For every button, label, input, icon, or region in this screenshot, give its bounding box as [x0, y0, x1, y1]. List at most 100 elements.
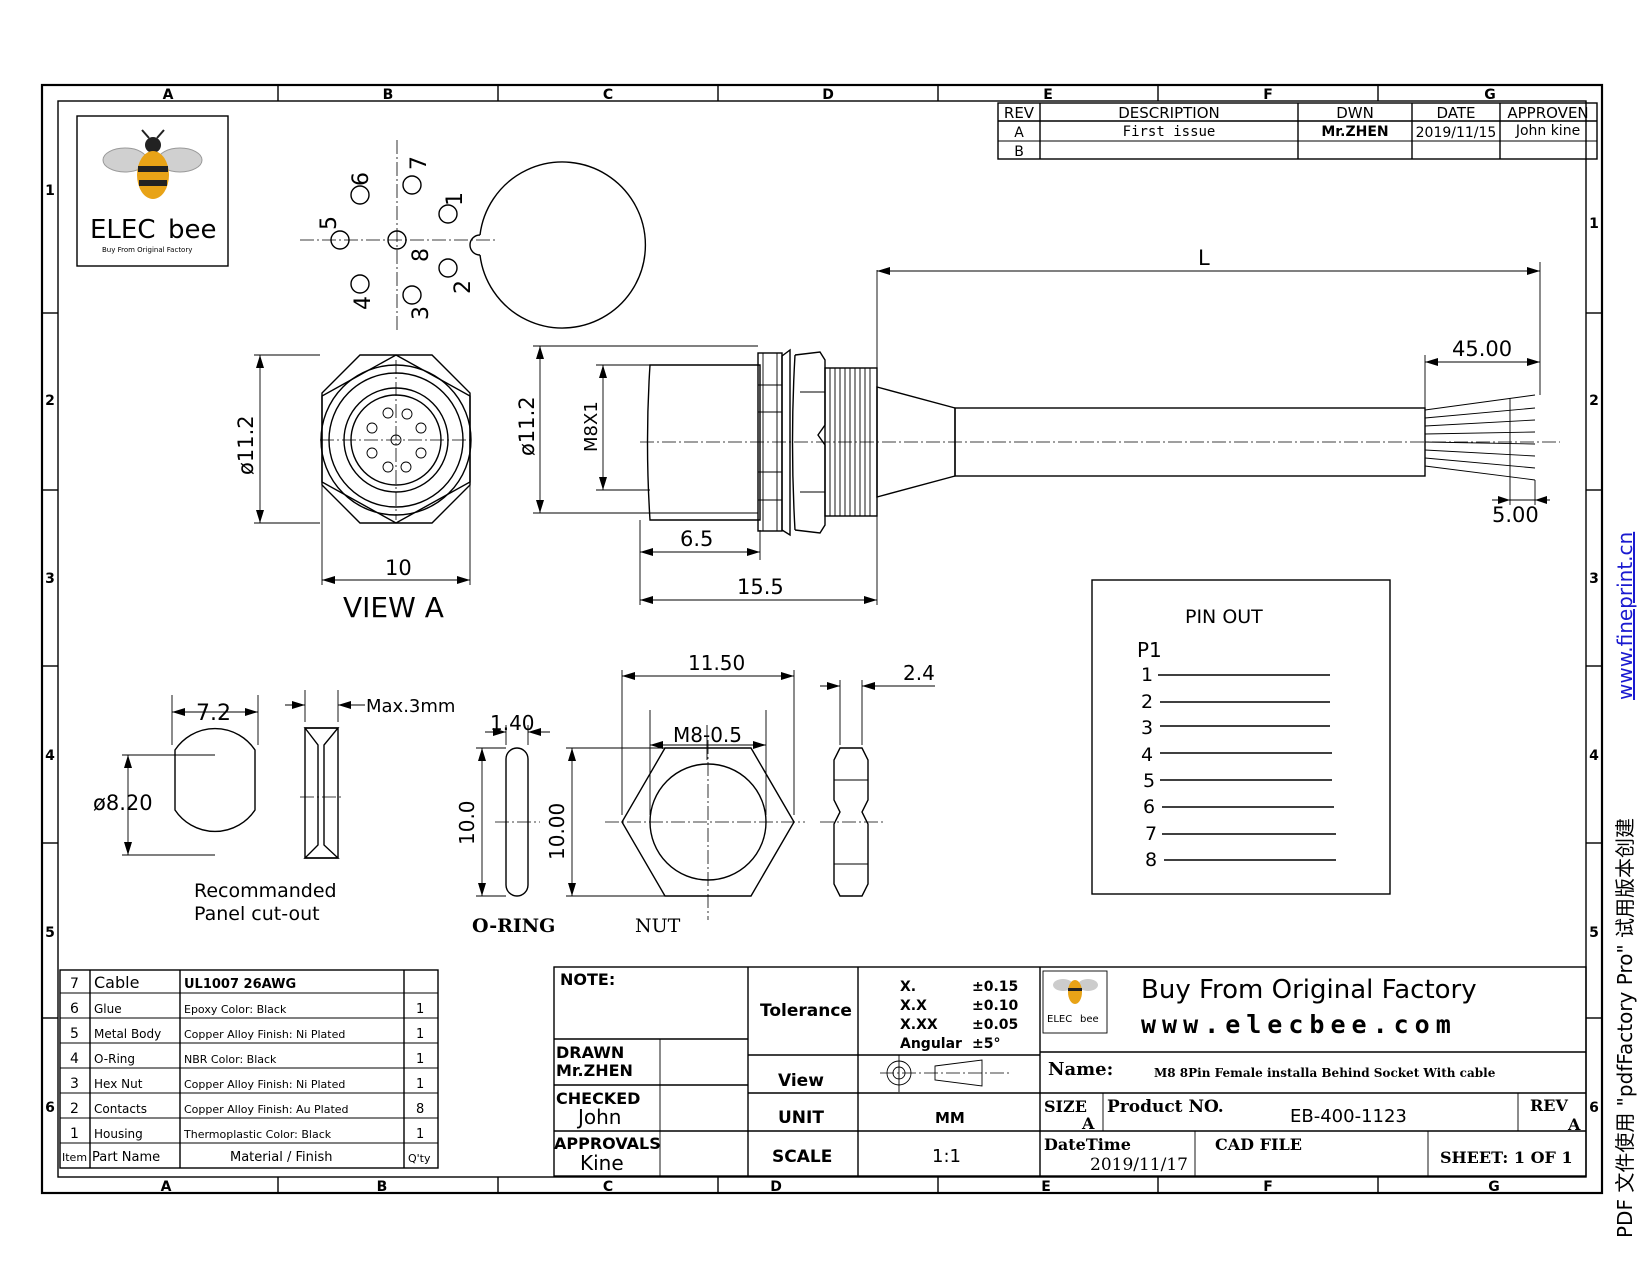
grid-col-bottom-g: G: [1488, 1179, 1500, 1195]
view-label: View: [778, 1071, 824, 1091]
bom-part-name: Metal Body: [94, 1027, 161, 1041]
cad-file-label: CAD FILE: [1215, 1135, 1302, 1154]
datetime-value: 2019/11/17: [1090, 1155, 1188, 1175]
grid-row-5-left: 5: [45, 925, 55, 941]
pinout-pin-4: 4: [1141, 744, 1153, 766]
tol-val-3: ±5°: [972, 1036, 1000, 1052]
cutout-diameter-dim: ø8.20: [93, 791, 153, 815]
rev-header-description: DESCRIPTION: [1118, 104, 1220, 122]
bom-item: 5: [70, 1026, 79, 1042]
grid-ticks: [42, 85, 1602, 1193]
logo-brand-prefix: ELEC: [90, 215, 156, 245]
bom-header-part: Part Name: [92, 1150, 160, 1165]
bom-qty: 1: [416, 1052, 424, 1067]
panel-cutout: [122, 690, 365, 859]
bom-part-name: Cable: [94, 973, 139, 992]
cutout-max-dim: Max.3mm: [366, 696, 455, 717]
bom-material: NBR Color: Black: [184, 1053, 277, 1066]
nut-view: [566, 670, 935, 920]
pin-label-2: 2: [451, 280, 476, 294]
rev-header-rev: REV: [1004, 104, 1035, 122]
rev-header-date: DATE: [1436, 104, 1475, 122]
nut-thickness-dim: 2.4: [903, 661, 935, 685]
rev-a-rev: A: [1014, 125, 1024, 141]
size-label: SIZE: [1044, 1097, 1087, 1116]
title-block-lines: [553, 966, 1587, 1177]
grid-row-6-right: 6: [1589, 1100, 1599, 1116]
pinout-title: PIN OUT: [1185, 606, 1263, 628]
logo-tagline: Buy From Original Factory: [102, 246, 192, 254]
note-label: NOTE:: [560, 970, 615, 989]
grid-row-4-left: 4: [45, 748, 55, 764]
scale-value: 1:1: [932, 1146, 961, 1167]
bom-header-material: Material / Finish: [230, 1150, 332, 1165]
logo-brand-suffix: bee: [168, 215, 217, 245]
bom-part-name: Contacts: [94, 1102, 147, 1116]
inner-frame: [57, 100, 1587, 1178]
grid-col-bottom-e: E: [1041, 1179, 1051, 1195]
grid-row-4-right: 4: [1589, 748, 1599, 764]
bom-header-item: Item: [62, 1151, 87, 1164]
tol-key-1: X.X: [900, 998, 927, 1014]
rev-a-date: 2019/11/15: [1416, 125, 1497, 141]
grid-row-3-right: 3: [1589, 571, 1599, 587]
unit-label: UNIT: [778, 1108, 824, 1128]
nut-height-dim: 10.00: [545, 803, 569, 860]
bom-header-qty: Q'ty: [408, 1152, 431, 1165]
grid-row-6-left: 6: [45, 1100, 55, 1116]
drawn-value: Mr.ZHEN: [556, 1061, 633, 1080]
nut-label: NUT: [635, 915, 681, 937]
view-a-width-dim: 10: [385, 556, 412, 580]
tol-val-2: ±0.05: [972, 1017, 1018, 1033]
bom-qty: 8: [416, 1102, 424, 1117]
pinout-pin-6: 6: [1143, 796, 1155, 818]
view-a-label: VIEW A: [343, 591, 444, 624]
slogan: Buy From Original Factory: [1141, 975, 1477, 1005]
dim-strip-45: 45.00: [1452, 337, 1512, 361]
bom-part-name: Glue: [94, 1002, 122, 1016]
grid-row-1-right: 1: [1589, 216, 1599, 232]
grid-col-a: A: [163, 87, 174, 103]
pin-front-view: 1 2 3 4 5 6 7 8: [300, 140, 647, 330]
grid-col-c: C: [603, 87, 613, 103]
bom-item: 3: [70, 1076, 79, 1092]
tolerance-label: Tolerance: [760, 1001, 852, 1021]
product-label: Product NO.: [1107, 1097, 1224, 1117]
watermark-link[interactable]: www.fineprint.cn: [1613, 532, 1637, 700]
pin-label-6: 6: [349, 172, 374, 186]
outer-frame: [40, 83, 1604, 1195]
dim-length-l: L: [1198, 246, 1210, 270]
grid-row-5-right: 5: [1589, 925, 1599, 941]
side-diameter-dim: ø11.2: [515, 396, 539, 456]
datetime-label: DateTime: [1044, 1135, 1131, 1154]
grid-col-b: B: [383, 87, 394, 103]
grid-row-1-left: 1: [45, 183, 55, 199]
rev-label: REV: [1530, 1096, 1568, 1115]
approvals-label: APPROVALS: [554, 1134, 661, 1153]
view-a-height-dim: ø11.2: [234, 415, 258, 475]
connector-side-view: [640, 348, 1560, 537]
nut-thread-dim: M8-0.5: [673, 723, 742, 747]
grid-col-e: E: [1043, 87, 1053, 103]
cutout-caption-2: Panel cut-out: [194, 903, 320, 925]
bom-part-name: Housing: [94, 1127, 143, 1141]
dim-6-5: 6.5: [680, 527, 713, 551]
bom-item: 7: [70, 976, 79, 992]
checked-value: John: [576, 1105, 622, 1129]
grid-row-2-right: 2: [1589, 393, 1599, 409]
bom-item: 2: [70, 1101, 79, 1117]
grid-col-bottom-d: D: [770, 1179, 782, 1195]
stripped-wires: [1424, 394, 1536, 481]
rev-b-rev: B: [1014, 144, 1024, 160]
cutout-caption-1: Recommanded: [194, 880, 337, 902]
pinout-pin-2: 2: [1141, 691, 1153, 713]
bom-material: UL1007 26AWG: [184, 977, 296, 992]
svg-text:ELEC: ELEC: [1047, 1014, 1072, 1025]
rev-a-dwn: Mr.ZHEN: [1321, 124, 1388, 140]
grid-row-3-left: 3: [45, 571, 55, 587]
size-value: A: [1081, 1114, 1095, 1133]
oring-view: [476, 725, 550, 897]
bom-qty: 1: [416, 1002, 424, 1017]
bom-material: Copper Alloy Finish: Au Plated: [184, 1103, 349, 1116]
approvals-value: Kine: [580, 1151, 624, 1175]
